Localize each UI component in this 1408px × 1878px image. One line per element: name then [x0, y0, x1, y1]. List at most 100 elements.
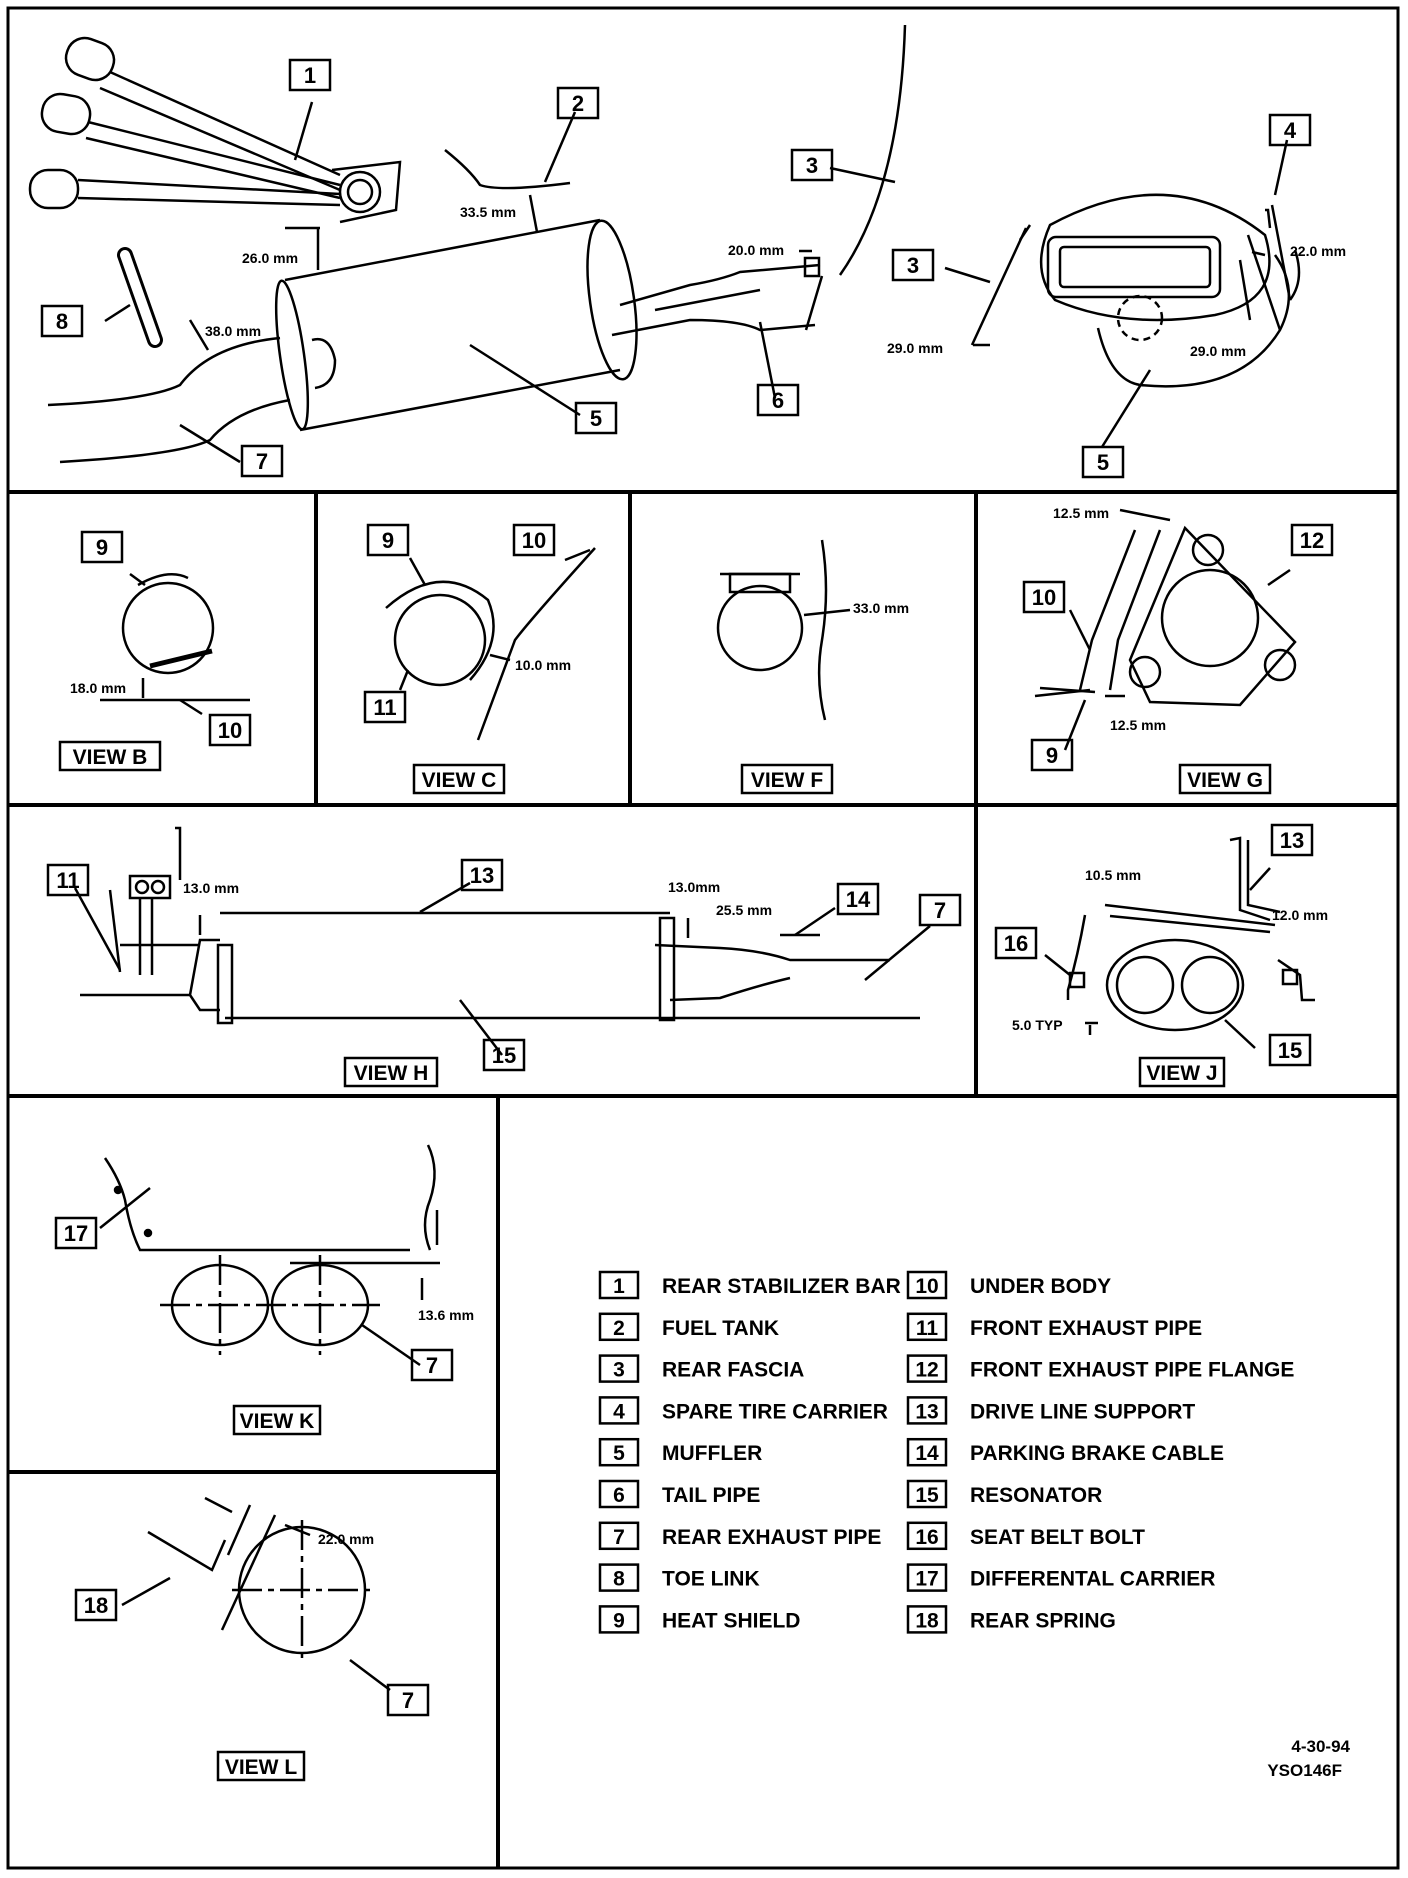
- legend-number: 16: [915, 1526, 938, 1549]
- legend-label: SEAT BELT BOLT: [970, 1526, 1145, 1549]
- svg-text:2: 2: [572, 91, 584, 116]
- svg-text:9: 9: [382, 528, 394, 553]
- main-view-callout-numbers: 1 2 3 4 3 8 7 5 6 5: [56, 63, 1297, 475]
- svg-text:4: 4: [1284, 118, 1297, 143]
- legend-label: FRONT EXHAUST PIPE: [970, 1317, 1202, 1340]
- legend-number-box: [906, 1437, 948, 1467]
- legend-label: FUEL TANK: [662, 1317, 779, 1340]
- view-c-text: 9 10 11 10.0 mm VIEW C: [373, 528, 571, 792]
- dim-g-12-5-bottom: 12.5 mm: [1110, 717, 1166, 733]
- svg-text:3: 3: [806, 153, 818, 178]
- legend-number-box: [598, 1270, 640, 1300]
- legend-number: 8: [613, 1568, 625, 1591]
- legend-item: 17 DIFFERENTAL CARRIER: [906, 1563, 1215, 1592]
- view-j-drawing: [994, 823, 1315, 1088]
- legend-label: REAR STABILIZER BAR: [662, 1275, 901, 1298]
- view-h-label: VIEW H: [354, 1062, 429, 1085]
- view-k-drawing: [54, 1144, 454, 1436]
- legend-number: 15: [915, 1484, 939, 1507]
- view-h-drawing: [46, 826, 962, 1088]
- legend-item: 16 SEAT BELT BOLT: [906, 1521, 1145, 1551]
- main-view-drawing: [28, 24, 1301, 464]
- legend-label: UNDER BODY: [970, 1275, 1111, 1298]
- dim-l-22: 22.0 mm: [318, 1531, 374, 1547]
- dim-h-25-5: 25.5 mm: [716, 902, 772, 918]
- view-k-text: 17 7 13.6 mm VIEW K: [64, 1221, 474, 1433]
- view-h-text: 11 13 14 7 15 13.0 mm 13.0mm 25.5 mm VIE…: [56, 863, 946, 1085]
- legend-item: 5 MUFFLER: [598, 1437, 762, 1467]
- legend-number-box: [906, 1479, 948, 1509]
- dim-f-33: 33.0 mm: [853, 600, 909, 616]
- legend-number-box: [598, 1521, 640, 1551]
- legend-number-box: [906, 1605, 948, 1634]
- legend-number-box: [906, 1521, 948, 1551]
- view-g-drawing: [1022, 508, 1334, 795]
- legend-number: 18: [915, 1609, 939, 1632]
- svg-text:1: 1: [304, 63, 316, 88]
- legend-number-box: [598, 1396, 640, 1425]
- svg-text:7: 7: [402, 1688, 414, 1713]
- dim-h-13-right: 13.0mm: [668, 879, 720, 895]
- view-c-drawing: [363, 523, 596, 795]
- drawing-code: 4-30-94 YSO146F: [1267, 1737, 1350, 1780]
- dim-main-38: 38.0 mm: [205, 323, 261, 339]
- legend-number: 3: [613, 1359, 625, 1382]
- dim-j-5-typ: 5.0 TYP: [1012, 1017, 1063, 1033]
- dim-b-18: 18.0 mm: [70, 680, 126, 696]
- svg-text:18: 18: [84, 1593, 108, 1618]
- main-view-dimensions: 33.5 mm 26.0 mm 38.0 mm 20.0 mm 22.0 mm …: [205, 204, 1346, 359]
- main-view-leaders: [104, 101, 1289, 464]
- legend-number: 10: [915, 1275, 938, 1298]
- dim-main-26: 26.0 mm: [242, 250, 298, 266]
- dim-j-10-5: 10.5 mm: [1085, 867, 1141, 883]
- legend-item: 13 DRIVE LINE SUPPORT: [906, 1396, 1195, 1425]
- legend-number-box: [906, 1312, 948, 1342]
- legend-number-box: [598, 1563, 640, 1592]
- legend-number: 5: [613, 1442, 625, 1465]
- svg-text:8: 8: [56, 309, 68, 334]
- view-f-drawing: [716, 539, 851, 795]
- panel-frame: [6, 6, 1400, 1870]
- view-f-label: VIEW F: [751, 769, 824, 792]
- dim-main-22: 22.0 mm: [1290, 243, 1346, 259]
- legend-number-box: [598, 1312, 640, 1342]
- svg-text:9: 9: [96, 535, 108, 560]
- svg-text:7: 7: [256, 449, 268, 474]
- legend-number-box: [598, 1354, 640, 1383]
- legend-number-box: [906, 1563, 948, 1592]
- legend-number: 9: [613, 1609, 625, 1632]
- view-b-text: 9 10 18.0 mm VIEW B: [70, 535, 242, 769]
- legend-label: PARKING BRAKE CABLE: [970, 1442, 1224, 1465]
- svg-text:16: 16: [1004, 931, 1028, 956]
- view-b-drawing: [58, 530, 252, 772]
- legend-label: MUFFLER: [662, 1442, 762, 1465]
- legend-number: 2: [613, 1317, 625, 1340]
- view-g-label: VIEW G: [1187, 769, 1263, 792]
- legend-label: HEAT SHIELD: [662, 1609, 800, 1632]
- legend-item: 8 TOE LINK: [598, 1563, 760, 1592]
- legend-number: 17: [915, 1568, 938, 1591]
- dim-j-12: 12.0 mm: [1272, 907, 1328, 923]
- legend-number: 6: [613, 1484, 625, 1507]
- view-k-label: VIEW K: [240, 1410, 315, 1433]
- svg-text:5: 5: [590, 406, 602, 431]
- view-l-label: VIEW L: [225, 1756, 298, 1779]
- legend-label: RESONATOR: [970, 1484, 1102, 1507]
- legend-label: TOE LINK: [662, 1568, 760, 1591]
- svg-text:10: 10: [218, 718, 242, 743]
- legend-number: 13: [915, 1400, 938, 1423]
- legend-number: 12: [915, 1359, 938, 1382]
- legend-number-box: [598, 1437, 640, 1467]
- legend-label: DRIVE LINE SUPPORT: [970, 1400, 1195, 1423]
- view-g-text: 12 10 9 12.5 mm 12.5 mm VIEW G: [1032, 505, 1324, 792]
- legend-label: DIFFERENTAL CARRIER: [970, 1568, 1215, 1591]
- svg-text:15: 15: [492, 1043, 516, 1068]
- svg-text:10: 10: [522, 528, 546, 553]
